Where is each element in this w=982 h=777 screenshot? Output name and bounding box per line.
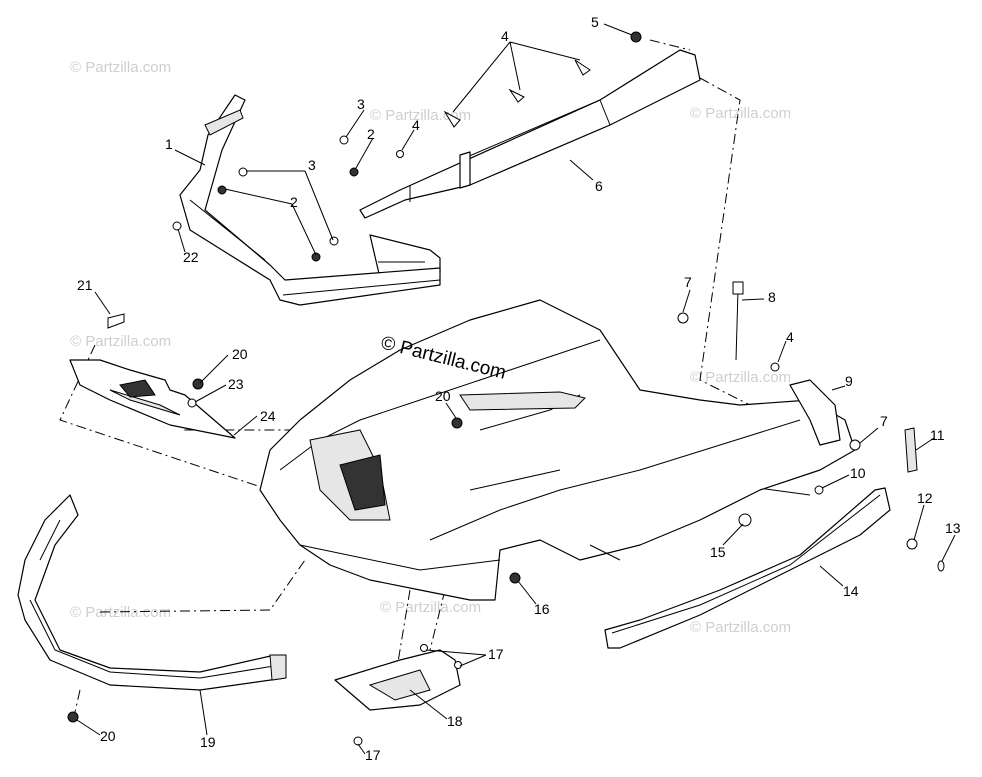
rivet-icon bbox=[508, 88, 525, 103]
callout-23: 23 bbox=[228, 376, 244, 392]
callout-3b: 3 bbox=[308, 157, 316, 173]
callout-22: 22 bbox=[183, 249, 199, 265]
hardware bbox=[67, 31, 945, 746]
push-pin-icon bbox=[677, 312, 689, 324]
watermarks: © Partzilla.com © Partzilla.com © Partzi… bbox=[70, 59, 791, 636]
callout-20a: 20 bbox=[232, 346, 248, 362]
rivet-icon bbox=[443, 110, 461, 128]
callout-12: 12 bbox=[917, 490, 933, 506]
callout-8: 8 bbox=[768, 289, 776, 305]
watermark-bm: © Partzilla.com bbox=[380, 599, 481, 616]
rivet-icon bbox=[420, 644, 428, 652]
callout-2a: 2 bbox=[367, 126, 375, 142]
leader-lines bbox=[76, 23, 956, 755]
callout-4a: 4 bbox=[501, 28, 509, 44]
rivet-icon bbox=[454, 661, 462, 669]
watermark-br: © Partzilla.com bbox=[690, 619, 791, 636]
callout-11: 11 bbox=[930, 427, 945, 443]
callout-4c: 4 bbox=[786, 329, 794, 345]
clip-icon bbox=[904, 427, 918, 473]
callout-15: 15 bbox=[710, 544, 726, 560]
callout-21: 21 bbox=[77, 277, 93, 293]
callout-9: 9 bbox=[845, 373, 853, 389]
push-pin-icon bbox=[172, 221, 182, 231]
part-19-front-bumper bbox=[17, 494, 287, 691]
screw-icon bbox=[329, 236, 339, 246]
callout-4b: 4 bbox=[412, 117, 420, 133]
part-8-rod bbox=[732, 281, 744, 361]
o-ring-icon bbox=[937, 560, 945, 572]
screw-icon bbox=[339, 135, 349, 145]
callout-20b: 20 bbox=[435, 388, 451, 404]
watermark-ml: © Partzilla.com bbox=[70, 333, 171, 350]
push-pin-icon bbox=[738, 513, 752, 527]
watermark-tl: © Partzilla.com bbox=[70, 59, 171, 76]
screw-icon bbox=[238, 167, 248, 177]
callout-20c: 20 bbox=[100, 728, 116, 744]
nut-icon bbox=[192, 378, 204, 390]
callout-numbers: 1 2 2 3 3 4 4 5 6 21 20 23 24 20 22 7 8 … bbox=[77, 14, 961, 763]
callout-17b: 17 bbox=[365, 747, 381, 763]
nut-icon bbox=[311, 252, 321, 262]
part-18-skid-plate bbox=[334, 649, 461, 711]
screw-icon bbox=[906, 538, 918, 550]
watermark-top: © Partzilla.com bbox=[370, 107, 471, 124]
watermark-bl: © Partzilla.com bbox=[70, 604, 171, 621]
nut-icon bbox=[349, 167, 359, 177]
callout-18: 18 bbox=[447, 713, 463, 729]
rivet-icon bbox=[396, 150, 404, 158]
callout-19: 19 bbox=[200, 734, 216, 750]
part-6-upper-trim bbox=[359, 49, 701, 279]
callout-6: 6 bbox=[595, 178, 603, 194]
nut-icon bbox=[67, 711, 79, 723]
callout-24: 24 bbox=[260, 408, 276, 424]
watermark-mr: © Partzilla.com bbox=[690, 369, 791, 386]
callout-5: 5 bbox=[591, 14, 599, 30]
washer-icon bbox=[187, 398, 197, 408]
nut-icon bbox=[451, 417, 463, 429]
nut-icon bbox=[217, 185, 227, 195]
nut-icon bbox=[509, 572, 521, 584]
callout-3a: 3 bbox=[357, 96, 365, 112]
callout-2b: 2 bbox=[290, 194, 298, 210]
rivet-icon bbox=[574, 59, 591, 76]
push-pin-icon bbox=[849, 439, 861, 451]
nut-icon bbox=[630, 31, 642, 43]
callout-7b: 7 bbox=[880, 413, 888, 429]
part-9-bracket bbox=[789, 379, 841, 446]
rivet-icon bbox=[814, 485, 824, 495]
callout-17a: 17 bbox=[488, 646, 504, 662]
callout-16: 16 bbox=[534, 601, 550, 617]
rivet-icon bbox=[770, 362, 780, 372]
part-24-vent bbox=[69, 359, 236, 439]
callout-1: 1 bbox=[165, 136, 173, 152]
watermark-tr: © Partzilla.com bbox=[690, 105, 791, 122]
hood-body bbox=[259, 299, 856, 601]
callout-10: 10 bbox=[850, 465, 866, 481]
bolt-icon bbox=[107, 313, 125, 329]
push-pin-icon bbox=[353, 736, 363, 746]
part-14-bumper bbox=[604, 487, 891, 649]
callout-13: 13 bbox=[945, 520, 961, 536]
part-1-side-bracket bbox=[179, 94, 441, 306]
callout-14: 14 bbox=[843, 583, 859, 599]
callout-7a: 7 bbox=[684, 274, 692, 290]
